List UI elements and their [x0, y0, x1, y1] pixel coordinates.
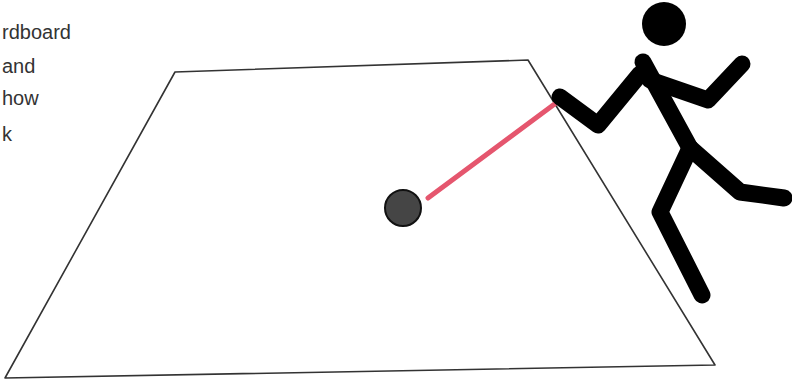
cropped-text-line: and — [2, 54, 35, 78]
stick-figure-head — [642, 2, 686, 46]
cropped-text-line: how — [2, 86, 39, 110]
cropped-text-line: rdboard — [2, 20, 71, 44]
stick-figure — [560, 62, 784, 295]
back-arm — [650, 64, 742, 100]
puck — [385, 190, 421, 226]
pulling-arm — [560, 74, 640, 125]
cropped-text-line: k — [2, 122, 12, 146]
cardboard-sheet — [5, 60, 715, 378]
front-leg — [660, 148, 702, 295]
pull-string — [428, 100, 560, 198]
back-leg — [690, 148, 784, 198]
